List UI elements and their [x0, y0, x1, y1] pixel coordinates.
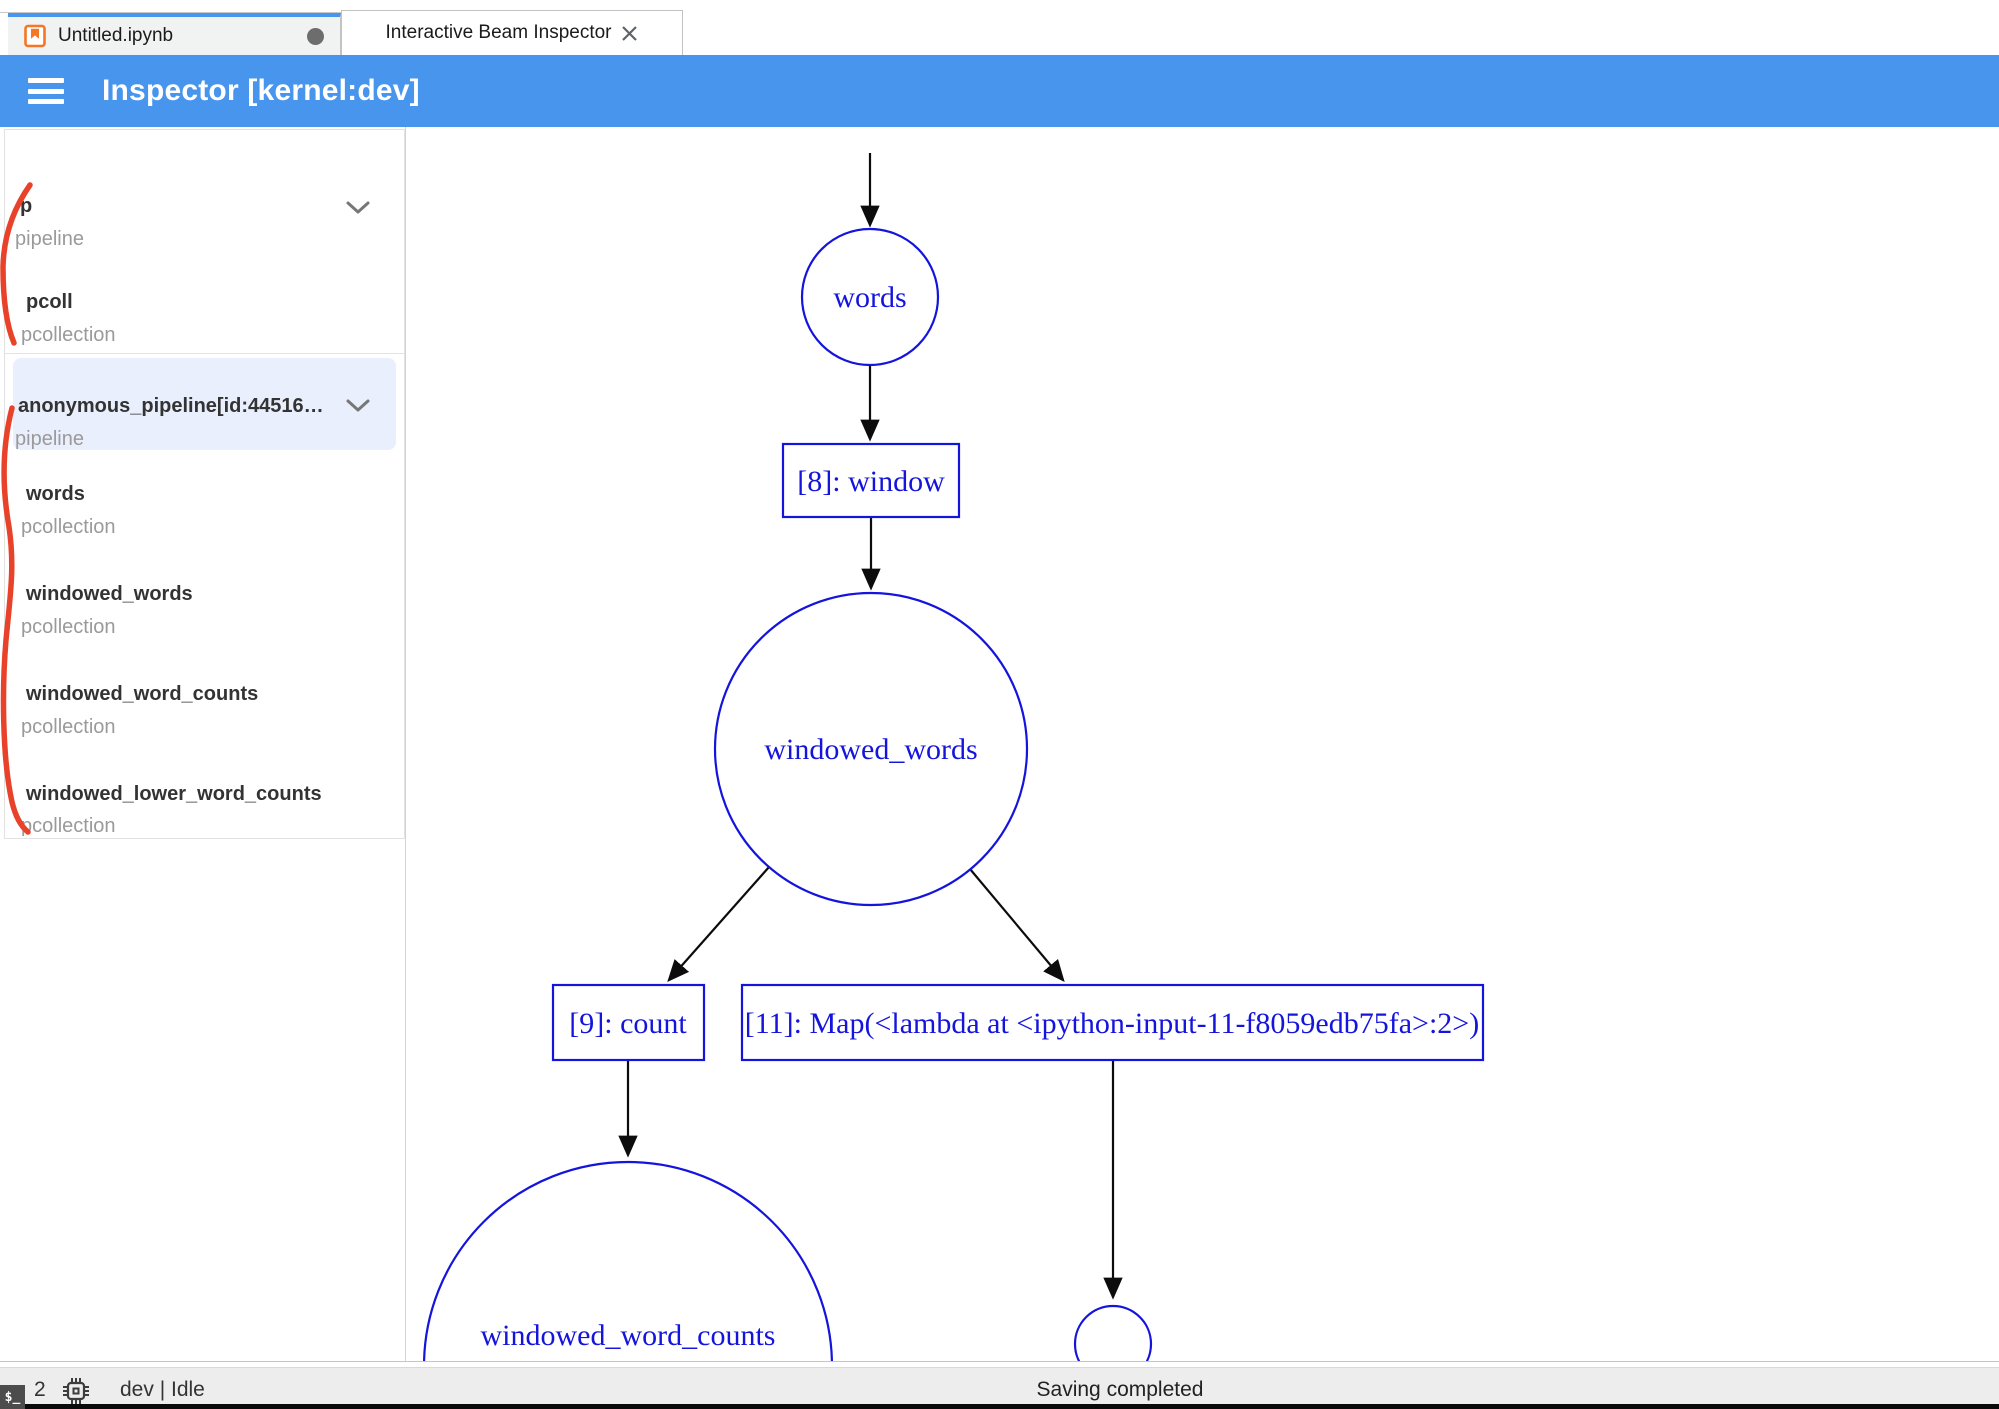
node-label-window: [8]: window — [797, 465, 945, 498]
page-title: Inspector [kernel:dev] — [102, 74, 420, 107]
sidebar-item-windowed-word-counts-type: pcollection — [21, 716, 116, 738]
tab-untitled-notebook[interactable]: Untitled.ipynb — [8, 13, 341, 55]
selected-row-highlight — [13, 358, 396, 450]
tabstrip-top-border — [0, 12, 362, 13]
node-label-map: [11]: Map(<lambda at <ipython-input-11-f… — [745, 1007, 1479, 1040]
sidebar-item-words[interactable]: words — [26, 483, 85, 505]
pcollection-node-output[interactable] — [1073, 1304, 1153, 1361]
notebook-icon — [24, 24, 46, 48]
kernel-chip-icon[interactable] — [62, 1377, 90, 1405]
pcollection-node-windowed-words[interactable] — [713, 591, 1029, 907]
pcollection-node-words[interactable] — [800, 227, 940, 367]
node-label-windowed-words: windowed_words — [764, 733, 977, 766]
edge-windowed-words-to-map — [969, 868, 1065, 983]
save-status-message: Saving completed — [1036, 1378, 1204, 1401]
sidebar-item-p-type: pipeline — [15, 228, 84, 250]
menu-icon[interactable] — [28, 78, 64, 104]
chevron-down-icon[interactable] — [345, 398, 371, 414]
transform-node-window[interactable] — [781, 442, 961, 519]
sidebar-item-anonymous-pipeline-type: pipeline — [15, 428, 84, 450]
node-label-words: words — [833, 281, 906, 314]
edge-windowed-words-to-count — [667, 866, 770, 982]
pcollection-node-windowed-word-counts[interactable] — [422, 1160, 834, 1361]
chevron-down-icon[interactable] — [345, 200, 371, 216]
sidebar-item-anonymous-pipeline[interactable]: anonymous_pipeline[id:44516… — [18, 395, 324, 417]
content-bottom-border — [0, 1361, 1999, 1362]
terminal-icon[interactable]: $_ — [0, 1385, 25, 1409]
close-icon[interactable] — [620, 24, 639, 43]
status-bar — [0, 1368, 1999, 1404]
pipeline-list-panel — [4, 129, 405, 839]
transform-node-count[interactable] — [551, 983, 706, 1062]
sidebar-item-pcoll[interactable]: pcoll — [26, 291, 73, 313]
sidebar-item-pcoll-type: pcollection — [21, 324, 116, 346]
tab-label: Interactive Beam Inspector — [385, 22, 612, 43]
node-label-count: [9]: count — [569, 1007, 687, 1040]
tab-label: Untitled.ipynb — [58, 25, 174, 46]
sidebar-item-windowed-lower-word-counts[interactable]: windowed_lower_word_counts — [26, 783, 322, 805]
statusbar-top-border — [0, 1367, 1999, 1368]
sidebar-item-p[interactable]: p — [20, 195, 33, 217]
tab-interactive-beam-inspector[interactable]: Interactive Beam Inspector — [341, 10, 683, 55]
sidebar-item-windowed-words-type: pcollection — [21, 616, 116, 638]
inspector-header: Inspector [kernel:dev] — [0, 55, 1999, 127]
sidebar-item-windowed-word-counts[interactable]: windowed_word_counts — [26, 683, 259, 705]
window-bottom-edge — [0, 1404, 1999, 1409]
unsaved-changes-dot — [307, 27, 324, 45]
sidebar-item-words-type: pcollection — [21, 516, 116, 538]
kernel-session-count[interactable]: 2 — [34, 1378, 46, 1401]
node-label-windowed-word-counts: windowed_word_counts — [481, 1319, 776, 1352]
kernel-status-label: dev | Idle — [120, 1378, 205, 1401]
sidebar-content-divider — [405, 127, 406, 1361]
pipeline-graph[interactable]: words [8]: window windowed_words [9]: co… — [406, 127, 1999, 1361]
sidebar-item-windowed-lower-word-counts-type: pcollection — [21, 815, 116, 837]
transform-node-map[interactable] — [740, 983, 1485, 1062]
pipeline-group-divider — [5, 353, 405, 354]
sidebar-item-windowed-words[interactable]: windowed_words — [26, 583, 193, 605]
